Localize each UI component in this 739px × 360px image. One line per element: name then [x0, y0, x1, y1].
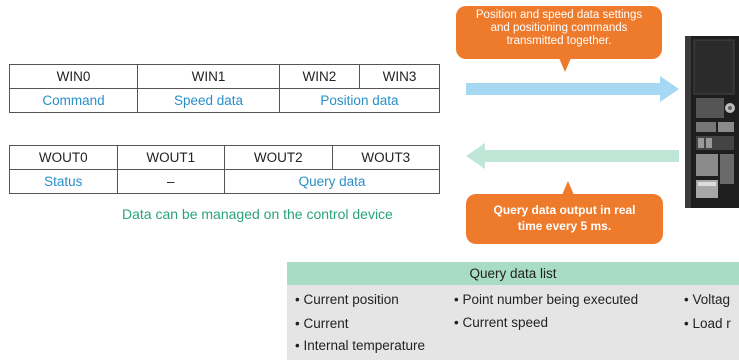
win-data-row: Command Speed data Position data [8, 88, 441, 113]
query-item: • Current position [295, 292, 399, 307]
wout-table: WOUT0 WOUT1 WOUT2 WOUT3 Status – Query d… [9, 145, 440, 194]
win-header-row: WIN0 WIN1 WIN2 WIN3 [8, 64, 441, 89]
query-output-bubble: Query data output in real time every 5 m… [466, 194, 663, 244]
command-cell: Command [8, 88, 139, 113]
controller-device-image [685, 36, 739, 208]
wout2-cell: WOUT2 [224, 145, 333, 170]
transmit-bubble: Position and speed data settings and pos… [456, 6, 662, 59]
query-item: • Current [295, 316, 349, 331]
speed-data-cell: Speed data [137, 88, 280, 113]
wout0-cell: WOUT0 [9, 145, 118, 170]
right-arrow-icon [466, 76, 679, 102]
win3-cell: WIN3 [358, 64, 441, 89]
query-item: • Load r [684, 316, 731, 331]
query-item: • Voltag [684, 292, 731, 307]
control-device-note: Data can be managed on the control devic… [122, 206, 393, 222]
win0-cell: WIN0 [8, 64, 139, 89]
wout-header-row: WOUT0 WOUT1 WOUT2 WOUT3 [9, 145, 440, 170]
query-item: • Point number being executed [454, 292, 639, 307]
query-data-cell: Query data [224, 169, 440, 194]
left-arrow-icon [466, 143, 679, 169]
status-cell: Status [9, 169, 118, 194]
transmit-bubble-pointer [559, 58, 571, 72]
transmit-bubble-line: Position and speed data settings [475, 9, 643, 21]
wout-data-row: Status – Query data [9, 169, 440, 194]
win1-cell: WIN1 [137, 64, 280, 89]
position-data-cell: Position data [278, 88, 441, 113]
query-item: • Internal temperature [295, 338, 426, 353]
transmit-bubble-line: transmitted together. [506, 35, 612, 47]
wout1-cell: WOUT1 [116, 145, 225, 170]
win2-cell: WIN2 [278, 64, 360, 89]
query-data-list-panel: Query data list • Current position • Poi… [287, 262, 739, 360]
transmit-bubble-line: and positioning commands [490, 22, 628, 34]
query-item: • Current speed [454, 315, 549, 330]
wout3-cell: WOUT3 [331, 145, 440, 170]
wout1-empty-cell: – [116, 169, 225, 194]
query-data-list-title: Query data list [287, 262, 739, 285]
win-table: WIN0 WIN1 WIN2 WIN3 Command Speed data P… [8, 64, 441, 113]
query-bubble-pointer [562, 181, 574, 195]
query-bubble-line: Query data output in real [493, 203, 636, 217]
query-bubble-line: time every 5 ms. [517, 219, 612, 233]
